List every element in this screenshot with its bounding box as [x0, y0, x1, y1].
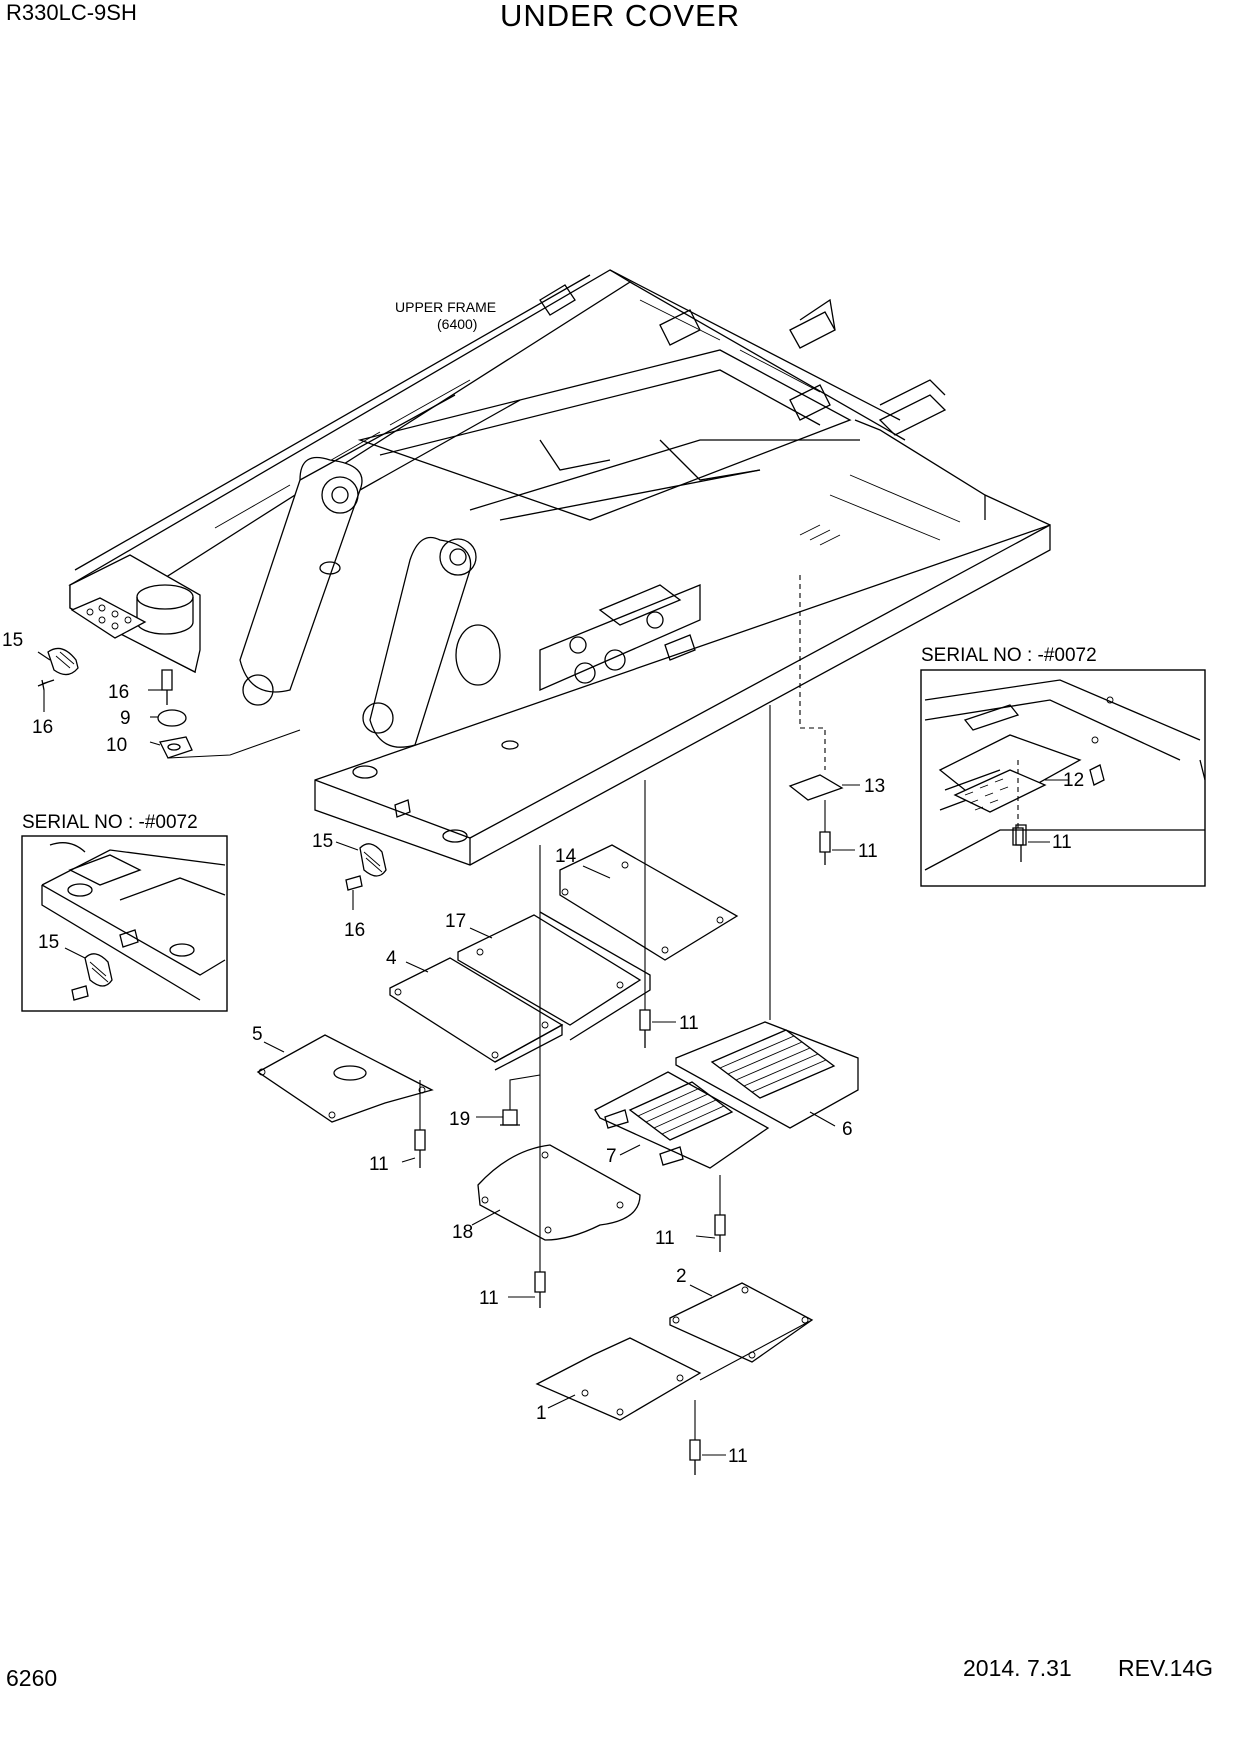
cover-1: [535, 1337, 702, 1421]
upper-frame-label: UPPER FRAME: [395, 299, 496, 315]
left-parts-drawing: [37, 647, 301, 759]
callout-11-c: 11: [369, 1154, 389, 1175]
front-step-parts-drawing: [335, 841, 387, 910]
callout-16-front: 16: [344, 920, 365, 941]
cover-2: [669, 1282, 814, 1363]
cover-17: [457, 914, 642, 1026]
cover-14: [559, 844, 739, 961]
upper-frame-ref: (6400): [437, 316, 477, 332]
inset-right-title: SERIAL NO : -#0072: [921, 645, 1097, 666]
cover-7: [594, 1071, 770, 1169]
callout-11-f: 11: [728, 1446, 748, 1467]
callout-16-left: 16: [32, 717, 53, 738]
inset-left-frame: [21, 835, 228, 1012]
callout-15-left: 15: [2, 630, 23, 651]
inset-left-drawing: [41, 842, 226, 1001]
callout-4: 4: [386, 948, 397, 969]
page-number: 6260: [6, 1665, 58, 1691]
upper-frame-drawing: [68, 269, 1051, 866]
callout-12: 12: [1063, 770, 1084, 791]
cover-6-grille: [710, 1029, 836, 1099]
callout-11-inset: 11: [1052, 832, 1072, 853]
callout-15-inset: 15: [38, 932, 59, 953]
callout-18: 18: [452, 1222, 473, 1243]
callout-19: 19: [449, 1109, 470, 1130]
callout-6: 6: [842, 1119, 853, 1140]
callout-13: 13: [864, 776, 885, 797]
cover-18: [477, 1144, 641, 1241]
inset-left-title: SERIAL NO : -#0072: [22, 812, 198, 833]
revision-code: REV.14G: [1118, 1655, 1214, 1681]
page-title: UNDER COVER: [500, 0, 741, 33]
callout-11-d: 11: [655, 1228, 675, 1249]
callout-16-mid: 16: [108, 682, 129, 703]
callout-5: 5: [252, 1024, 263, 1045]
callout-17: 17: [445, 911, 466, 932]
callout-1: 1: [536, 1403, 547, 1424]
part-19: [502, 1109, 518, 1126]
model-number: R330LC-9SH: [6, 0, 137, 25]
inset-right-drawing: [924, 679, 1206, 871]
callout-15-front: 15: [312, 831, 333, 852]
callout-11-a: 11: [858, 841, 878, 862]
callout-11-b: 11: [679, 1013, 699, 1034]
revision-date: 2014. 7.31: [963, 1655, 1072, 1681]
cover-6: [675, 1021, 859, 1129]
callout-14: 14: [555, 846, 577, 867]
callout-7: 7: [606, 1146, 617, 1167]
callout-9: 9: [120, 708, 131, 729]
callout-2: 2: [676, 1266, 687, 1287]
cover-7-grille: [628, 1081, 734, 1141]
cover-5: [256, 1034, 434, 1123]
bolts-and-leaders: [401, 575, 1050, 1475]
callout-10: 10: [106, 735, 127, 756]
callout-11-e: 11: [479, 1288, 499, 1309]
